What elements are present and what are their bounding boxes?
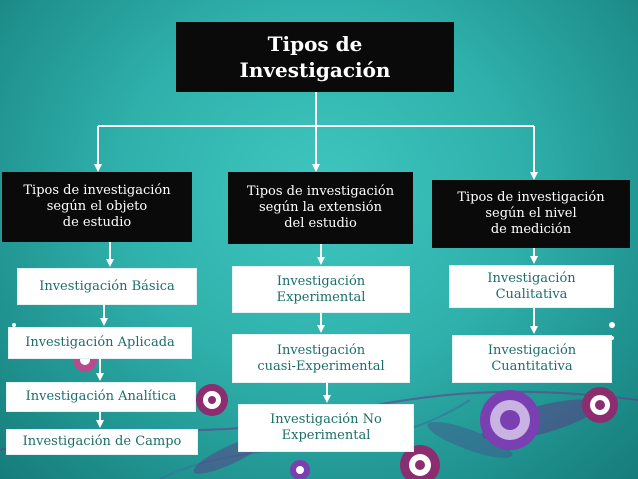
node-investigacion-analitica: Investigación Analítica: [6, 382, 196, 412]
category-objeto-de-estudio: Tipos de investigación según el objeto d…: [2, 172, 192, 242]
root-node: Tipos de Investigación: [176, 22, 454, 92]
node-investigacion-de-campo: Investigación de Campo: [6, 429, 198, 455]
category-nivel-de-medicion: Tipos de investigación según el nivel de…: [432, 180, 630, 248]
category-extension-del-estudio: Tipos de investigación según la extensió…: [228, 172, 413, 244]
node-investigacion-experimental: Investigación Experimental: [232, 266, 410, 313]
node-investigacion-cuantitativa: Investigación Cuantitativa: [452, 335, 612, 383]
node-investigacion-aplicada: Investigación Aplicada: [8, 327, 192, 359]
node-investigacion-basica: Investigación Básica: [17, 268, 197, 305]
node-investigacion-no-experimental: Investigación No Experimental: [238, 404, 414, 452]
node-investigacion-cualitativa: Investigación Cualitativa: [449, 265, 614, 308]
node-investigacion-cuasi-experimental: Investigación cuasi-Experimental: [232, 334, 410, 383]
